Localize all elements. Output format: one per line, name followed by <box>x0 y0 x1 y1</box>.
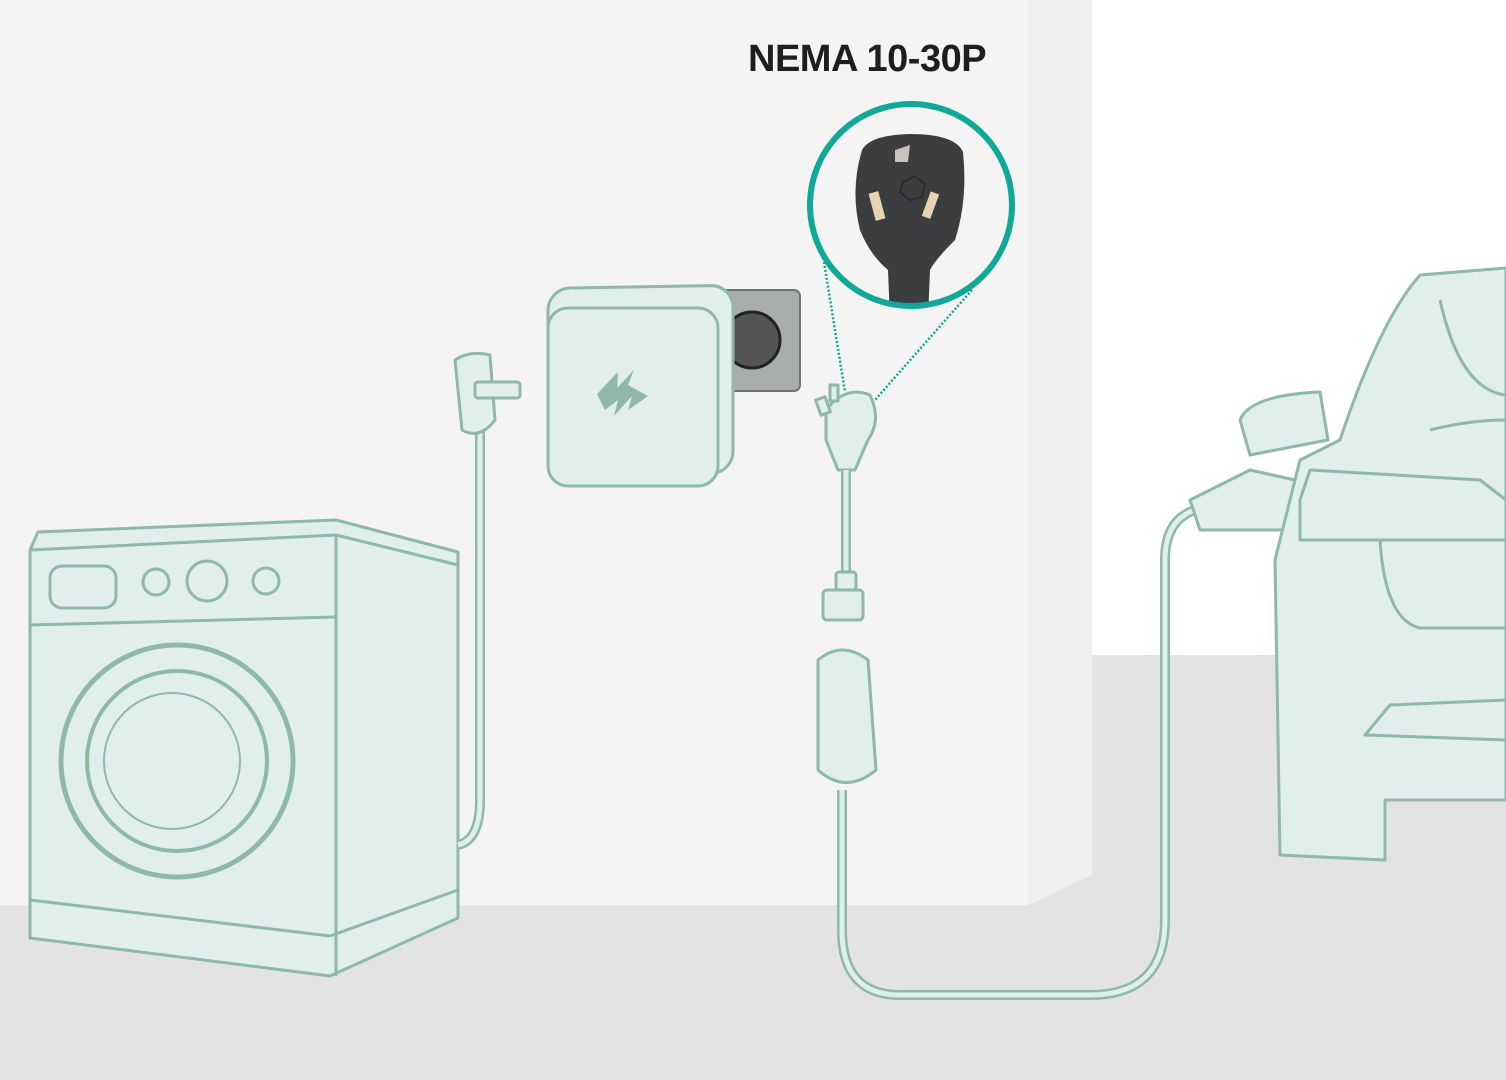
splitter-adapter <box>546 284 735 488</box>
callout-title: NEMA 10-30P <box>748 38 987 80</box>
plug-photo <box>855 134 965 305</box>
ev-charger-adapter <box>814 383 1297 1000</box>
floor <box>0 655 1506 1080</box>
brand-logo-icon <box>597 370 648 416</box>
callout-ring <box>807 101 1015 309</box>
callout-leader-lines <box>822 261 973 401</box>
electric-car <box>1238 266 1506 862</box>
nema-plug-callout <box>807 101 1015 309</box>
washing-machine <box>28 351 522 978</box>
wall-edge <box>1028 0 1092 905</box>
